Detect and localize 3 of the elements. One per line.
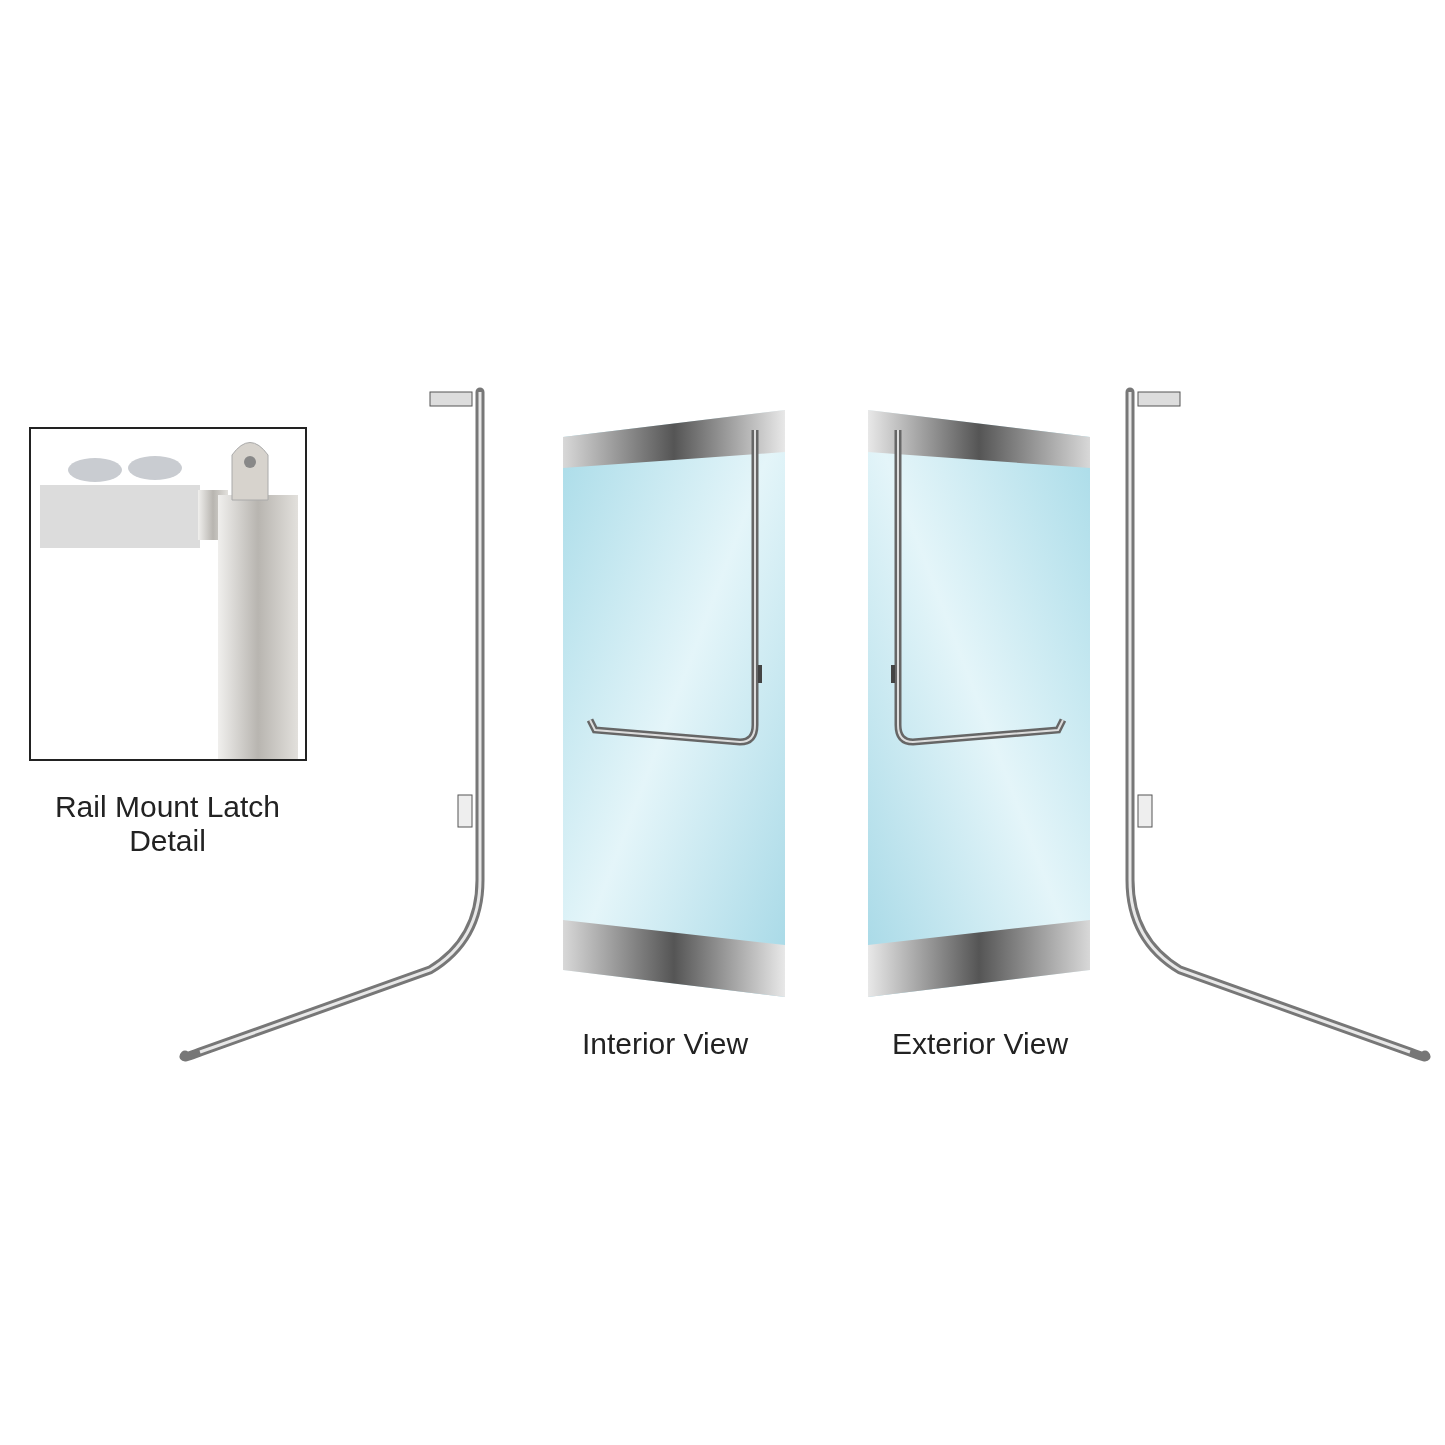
caption-text: Rail Mount Latch Detail [53,790,282,858]
caption-text: Exterior View [890,1027,1070,1061]
caption-text: Interior View [580,1027,750,1061]
